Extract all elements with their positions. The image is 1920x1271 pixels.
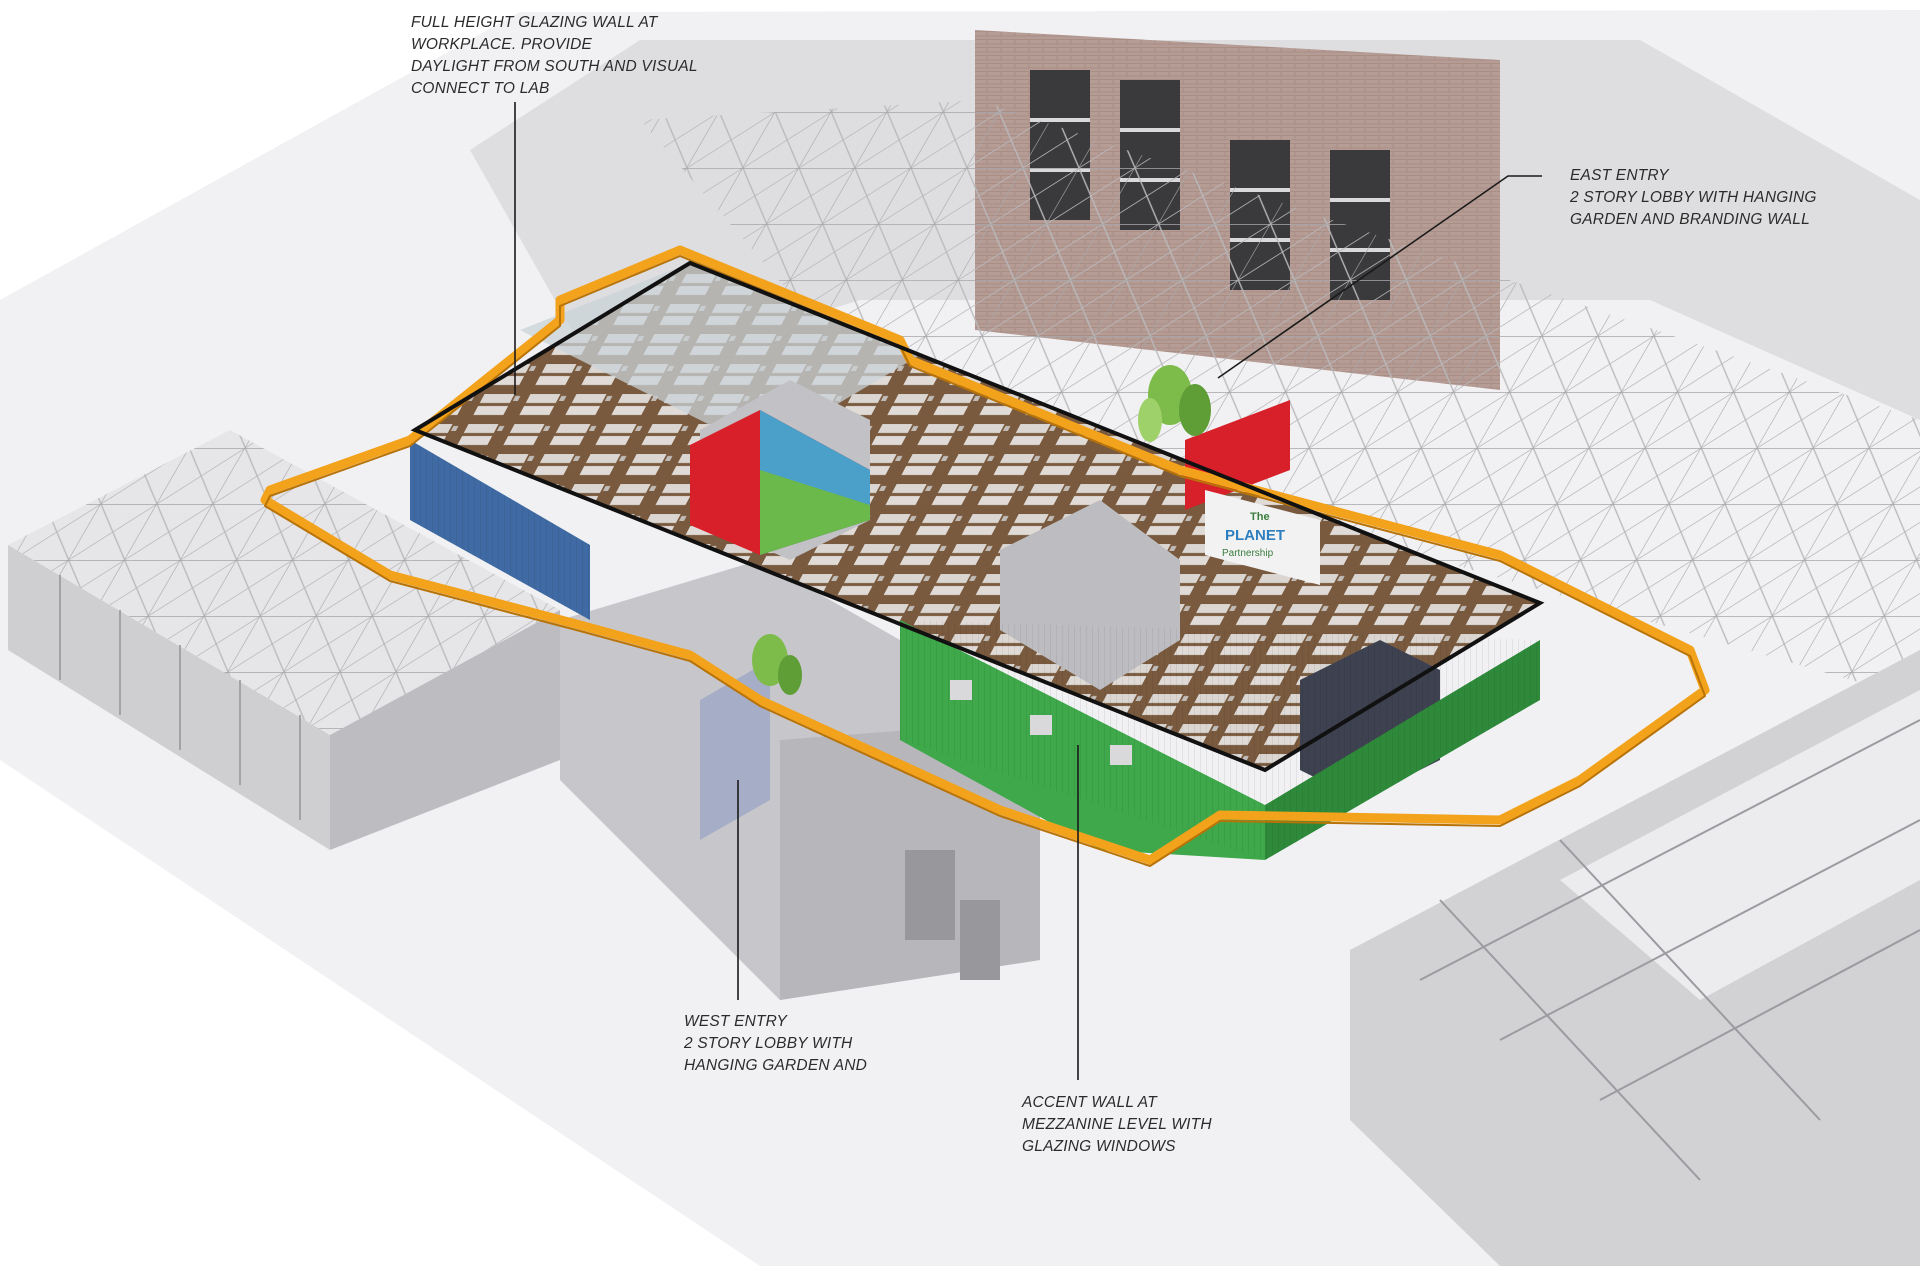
mural-art-green xyxy=(760,470,870,555)
west-wing-truss xyxy=(8,430,560,735)
callout-west-entry: WEST ENTRY 2 STORY LOBBY WITH HANGING GA… xyxy=(684,1011,867,1077)
callout-line: DAYLIGHT FROM SOUTH AND VISUAL xyxy=(411,58,698,75)
lab-partitions xyxy=(1419,719,1920,1181)
blue-accent-stripes xyxy=(410,440,590,620)
circulation-path xyxy=(260,245,1710,865)
callout-line: 2 STORY LOBBY WITH HANGING xyxy=(1570,189,1817,206)
green-accent-stripes xyxy=(900,620,1540,860)
west-wing-front xyxy=(330,610,560,850)
west-wing-side xyxy=(8,545,330,850)
leader-lines xyxy=(514,102,1542,1080)
callout-line: GARDEN AND BRANDING WALL xyxy=(1570,211,1810,228)
west-wing-mullions xyxy=(59,575,301,820)
accent-wall-windows xyxy=(950,680,1132,765)
leader-east xyxy=(1217,175,1542,379)
callout-line: GLAZING WINDOWS xyxy=(1022,1138,1176,1155)
mezzanine-outline xyxy=(410,260,1545,773)
callout-line: 2 STORY LOBBY WITH xyxy=(684,1035,853,1052)
callout-line: EAST ENTRY xyxy=(1570,167,1669,184)
callout-full-height-glazing: FULL HEIGHT GLAZING WALL AT WORKPLACE. P… xyxy=(411,12,698,100)
callout-east-entry: EAST ENTRY 2 STORY LOBBY WITH HANGING GA… xyxy=(1570,165,1817,231)
roof-truss-field xyxy=(640,100,1920,700)
callout-line: WEST ENTRY xyxy=(684,1013,788,1030)
branding-line-2: PLANET xyxy=(1225,527,1285,544)
branding-line-3: Partnership xyxy=(1222,548,1274,559)
callout-line: WORKPLACE. PROVIDE xyxy=(411,36,593,53)
east-hanging-garden xyxy=(1138,365,1211,442)
callout-line: CONNECT TO LAB xyxy=(411,80,550,97)
branding-wall: The PLANET Partnership xyxy=(1205,490,1320,585)
west-hanging-garden xyxy=(752,634,802,695)
branding-line-1: The xyxy=(1250,511,1270,523)
west-lobby-glass xyxy=(700,660,770,840)
callout-line: ACCENT WALL AT xyxy=(1022,1094,1157,1111)
callout-line: MEZZANINE LEVEL WITH xyxy=(1022,1116,1212,1133)
south-openings xyxy=(905,850,1000,980)
circulation-path-shadow xyxy=(264,255,1706,867)
callout-accent-wall: ACCENT WALL AT MEZZANINE LEVEL WITH GLAZ… xyxy=(1022,1092,1212,1158)
callout-line: HANGING GARDEN AND xyxy=(684,1057,868,1074)
callout-line: FULL HEIGHT GLAZING WALL AT xyxy=(411,14,658,31)
